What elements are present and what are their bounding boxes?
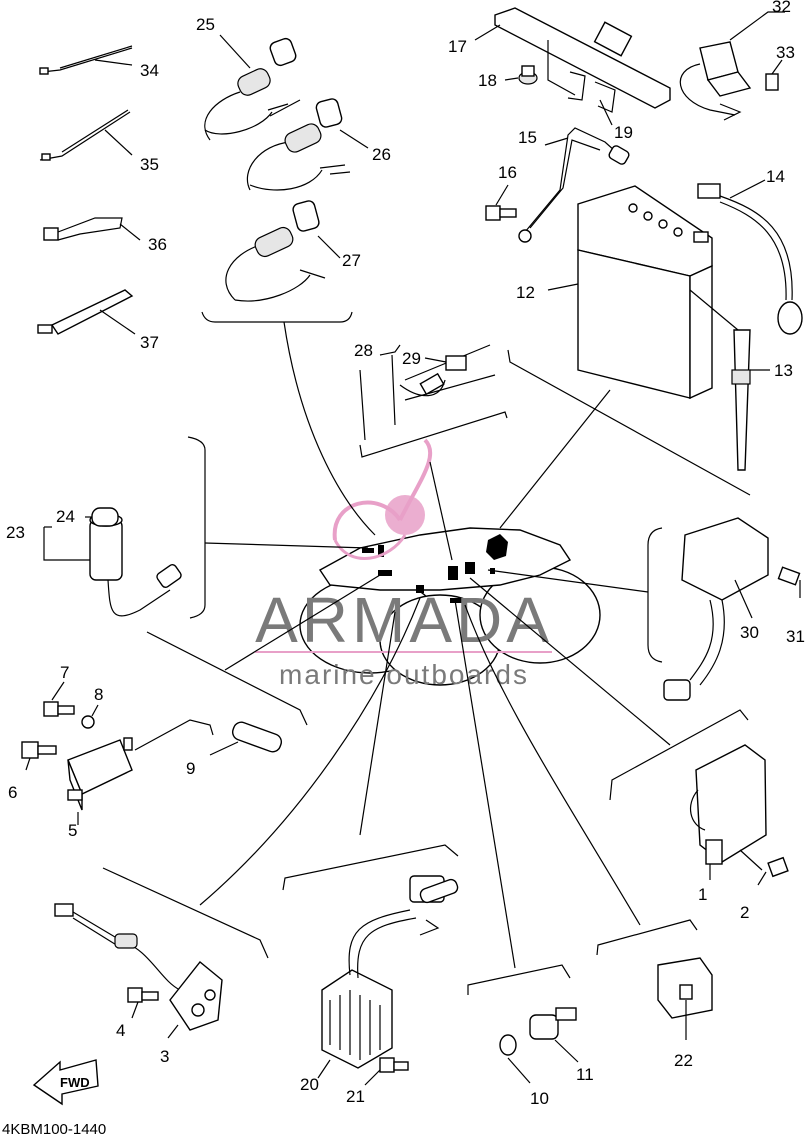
callout-2: 2	[740, 903, 749, 922]
callout-32: 32	[772, 0, 791, 16]
part-10-washer	[499, 1034, 531, 1084]
callout-1: 1	[698, 885, 707, 904]
callout-35: 35	[140, 155, 159, 174]
callout-23: 23	[6, 523, 25, 542]
part-28-lead	[359, 344, 496, 441]
part-24-key	[85, 507, 119, 527]
callout-18: 18	[478, 71, 497, 90]
callout-19: 19	[614, 123, 633, 142]
callout-26: 26	[372, 145, 391, 164]
fwd-label: FWD	[60, 1075, 90, 1090]
callout-33: 33	[776, 43, 795, 62]
part-3-pickup-coil	[54, 903, 223, 1039]
part-35-cable-band	[39, 109, 133, 161]
part-21-bolt	[364, 1057, 409, 1086]
part-12-battery	[547, 185, 713, 400]
callout-numbers: 1 2 3 4 5 6 7 8 9 10 11 12 13 14 15 16 1…	[6, 0, 805, 1108]
callout-16: 16	[498, 163, 517, 182]
callout-29: 29	[402, 349, 421, 368]
callout-25: 25	[196, 15, 215, 34]
atv-frame	[299, 527, 601, 686]
diagram-code: 4KBM100-1440	[2, 1121, 106, 1136]
part-29-coupler	[424, 355, 467, 371]
callout-36: 36	[148, 235, 167, 254]
part-18-nut	[504, 65, 538, 85]
callout-20: 20	[300, 1075, 319, 1094]
part-8-washer	[81, 704, 99, 729]
part-15-cable	[518, 127, 630, 243]
part-37-fuse-holder	[37, 289, 136, 335]
part-23-main-switch	[43, 513, 182, 617]
callout-7: 7	[60, 663, 69, 682]
callout-5: 5	[68, 821, 77, 840]
callout-12: 12	[516, 283, 535, 302]
callout-13: 13	[774, 361, 793, 380]
callout-4: 4	[116, 1021, 125, 1040]
callout-14: 14	[766, 167, 785, 186]
part-9-plug-cap	[209, 721, 283, 756]
armada-watermark: ARMADA marine outboards	[255, 438, 553, 690]
fwd-arrow: FWD	[32, 1059, 99, 1106]
part-6-bolt	[21, 741, 57, 771]
part-34-cable-band	[39, 45, 133, 75]
part-1-cdi-unit	[689, 744, 767, 880]
part-11-neutral-switch	[529, 1007, 579, 1063]
watermark-brand: ARMADA	[255, 584, 553, 656]
part-36-connector	[43, 217, 141, 241]
callout-6: 6	[8, 783, 17, 802]
leader-lines	[199, 321, 671, 969]
callout-30: 30	[740, 623, 759, 642]
part-30-module	[663, 517, 769, 701]
callout-28: 28	[354, 341, 373, 360]
part-25-plug-cap	[204, 34, 301, 141]
part-27-plug-cap	[225, 200, 341, 302]
callout-31: 31	[786, 627, 805, 646]
callout-10: 10	[530, 1089, 549, 1108]
part-7-bolt	[43, 681, 75, 717]
callout-3: 3	[160, 1047, 169, 1066]
callout-11: 11	[576, 1065, 594, 1084]
callout-9: 9	[186, 759, 195, 778]
part-4-bolt	[127, 987, 159, 1019]
leader-19	[599, 99, 613, 126]
callout-22: 22	[674, 1051, 693, 1070]
watermark-tagline: marine outboards	[279, 659, 529, 690]
callout-17: 17	[448, 37, 467, 56]
part-17-bracket	[474, 7, 671, 113]
callout-8: 8	[94, 685, 103, 704]
part-13-breather-hose	[689, 289, 770, 471]
callout-21: 21	[346, 1087, 365, 1106]
part-20-rectifier	[317, 875, 459, 1079]
callout-37: 37	[140, 333, 159, 352]
part-2-bolt	[739, 849, 789, 886]
part-16-bolt	[485, 184, 517, 221]
group-brackets	[102, 311, 751, 995]
part-5-ignition-coil	[67, 719, 214, 825]
callout-15: 15	[518, 128, 537, 147]
callout-27: 27	[342, 251, 361, 270]
part-26-plug-cap	[246, 98, 369, 191]
part-22-cover	[657, 957, 713, 1040]
part-14-cable	[697, 179, 803, 335]
callout-34: 34	[140, 61, 159, 80]
part-33-fuse	[765, 59, 783, 91]
part-32-relay	[679, 11, 785, 121]
part-31-bolt	[777, 566, 801, 598]
callout-24: 24	[56, 507, 75, 526]
